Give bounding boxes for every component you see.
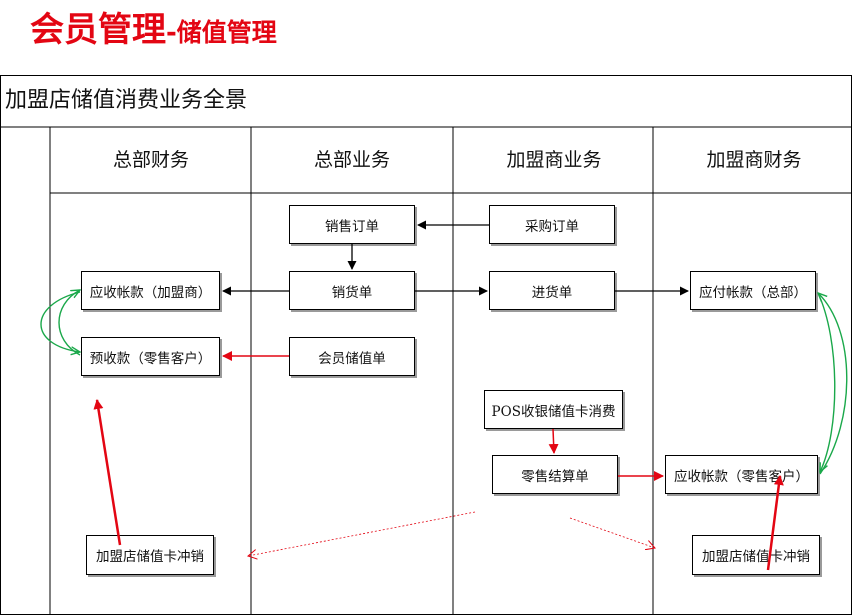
arrow-pos-to-settlement bbox=[548, 428, 559, 454]
node-retail-settlement: 零售结算单 bbox=[492, 455, 618, 494]
arrow-green-right-down bbox=[817, 292, 836, 472]
column-header-hq-finance: 总部财务 bbox=[112, 149, 189, 171]
node-payable-hq: 应付帐款（总部） bbox=[690, 271, 816, 310]
arrow-dotted-to-writeoff-hq bbox=[248, 511, 476, 556]
arrow-green-right-up bbox=[818, 293, 848, 475]
arrow-writeoff-to-receivable bbox=[766, 475, 784, 571]
node-receiving-note: 进货单 bbox=[489, 271, 615, 310]
arrow-green-left-up bbox=[58, 290, 80, 356]
node-member-topup: 会员储值单 bbox=[289, 337, 415, 376]
column-header-hq-business: 总部业务 bbox=[313, 149, 390, 171]
node-pos-consume: POS收银储值卡消费 bbox=[484, 390, 623, 429]
column-header-franchisee-business: 加盟商业务 bbox=[506, 149, 602, 171]
node-purchase-order: 采购订单 bbox=[489, 205, 615, 244]
node-writeoff-hq: 加盟店储值卡冲销 bbox=[86, 535, 214, 575]
arrow-dotted-to-writeoff-franchisee bbox=[569, 517, 655, 548]
arrow-green-left-down bbox=[40, 291, 80, 352]
page-title-main: 会员管理 bbox=[30, 10, 166, 50]
node-writeoff-franchisee: 加盟店储值卡冲销 bbox=[692, 535, 820, 575]
arrow-writeoff-to-advance bbox=[93, 399, 122, 546]
node-receivable-retail: 应收帐款（零售客户） bbox=[665, 455, 818, 494]
column-header-franchisee-finance: 加盟商财务 bbox=[706, 149, 802, 171]
page-title: 会员管理-储值管理 bbox=[30, 10, 277, 51]
node-receivable-franchisee: 应收帐款（加盟商） bbox=[81, 271, 220, 310]
diagram-title: 加盟店储值消费业务全景 bbox=[5, 88, 248, 113]
page-title-separator: - bbox=[166, 18, 177, 48]
node-sales-order: 销售订单 bbox=[289, 205, 415, 244]
node-delivery-note: 销货单 bbox=[289, 271, 415, 310]
page-title-sub: 储值管理 bbox=[176, 18, 277, 47]
diagram-frame bbox=[0, 75, 852, 615]
node-advance-receipt-retail: 预收款（零售客户） bbox=[81, 337, 220, 376]
